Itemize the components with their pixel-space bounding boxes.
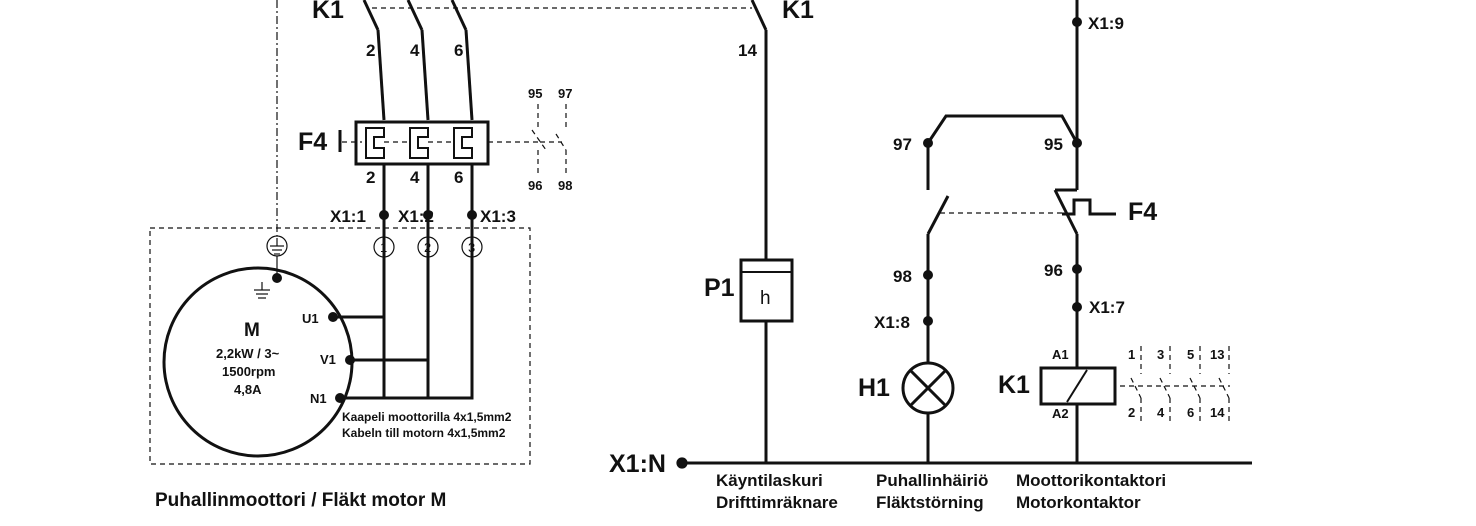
motor-current: 4,8A — [234, 382, 262, 397]
h1-label: H1 — [858, 374, 890, 402]
f4-label-left: F4 — [298, 128, 327, 156]
coil-a2: A2 — [1052, 406, 1069, 421]
k1-aux-5: 5 — [1187, 347, 1194, 362]
f4-aux-98: 98 — [558, 178, 572, 193]
motor-power: 2,2kW / 3~ — [216, 346, 280, 361]
k1-aux-6: 6 — [1187, 405, 1194, 420]
branch-descriptions: Käyntilaskuri Drifttimräknare Puhallinhä… — [716, 471, 1166, 512]
k1-aux-2: 2 — [1128, 405, 1135, 420]
f4-overload-relay: F4 95 97 96 98 2 4 6 — [298, 86, 572, 193]
k1-main-contacts: K1 2 4 6 — [312, 0, 752, 60]
k1-aux-13: 13 — [1210, 347, 1224, 362]
k1-contact-2: 2 — [366, 41, 375, 60]
motor-terminals: X1:1 X1:2 X1:3 — [330, 207, 516, 226]
motor-v1: V1 — [320, 352, 336, 367]
motor-u1: U1 — [302, 311, 319, 326]
f4-aux-changeover: 97 95 F4 98 96 — [893, 114, 1157, 286]
motor-caption: Puhallinmoottori / Fläkt motor M — [155, 490, 446, 511]
k1-aux-3: 3 — [1157, 347, 1164, 362]
p1-label: P1 — [704, 274, 735, 302]
motor-enclosure: 1 2 3 M 2,2kW / 3~ 1500rpm 4,8A U1 V1 N1… — [149, 227, 531, 465]
contact-98: 98 — [893, 267, 912, 286]
k1-desc-fi: Moottorikontaktori — [1016, 471, 1166, 490]
motor-cable-fi: Kaapeli moottorilla 4x1,5mm2 — [342, 410, 512, 424]
k1-contact-14: 14 — [738, 41, 757, 60]
motor-title: M — [244, 320, 260, 341]
f4-contact-6: 6 — [454, 168, 463, 187]
f4-contact-2: 2 — [366, 168, 375, 187]
k1-label-mid: K1 — [782, 0, 814, 24]
k1-aux-14: 14 — [1210, 405, 1225, 420]
neutral-label: X1:N — [609, 450, 666, 478]
f4-aux-96: 96 — [528, 178, 542, 193]
p1-desc-sv: Drifttimräknare — [716, 493, 838, 512]
k1-desc-sv: Motorkontaktor — [1016, 493, 1141, 512]
f4-contact-4: 4 — [410, 168, 420, 187]
terminal-x1-8: X1:8 — [874, 313, 910, 332]
terminal-x1-9: X1:9 — [1088, 14, 1124, 33]
motor-n1: N1 — [310, 391, 327, 406]
coil-a1: A1 — [1052, 347, 1069, 362]
h1-desc-sv: Fläktstörning — [876, 493, 984, 512]
contact-96: 96 — [1044, 261, 1063, 280]
cable-number-3: 3 — [468, 240, 475, 255]
k1-coil-branch: X1:7 A1 A2 K1 1 3 5 13 2 4 6 14 — [998, 269, 1230, 463]
neutral-bus: X1:N — [609, 450, 1252, 478]
k1-contact-4: 4 — [410, 41, 420, 60]
motor-speed: 1500rpm — [222, 364, 275, 379]
hour-meter-symbol: h — [760, 288, 771, 309]
k1-aux-1: 1 — [1128, 347, 1135, 362]
k1-contact-6: 6 — [454, 41, 463, 60]
h1-desc-fi: Puhallinhäiriö — [876, 471, 988, 490]
cable-number-2: 2 — [424, 240, 431, 255]
contact-95: 95 — [1044, 135, 1063, 154]
control-supply: X1:9 — [1072, 0, 1124, 143]
f4-aux-97: 97 — [558, 86, 572, 101]
f4-label-right: F4 — [1128, 198, 1157, 226]
p1-desc-fi: Käyntilaskuri — [716, 471, 823, 490]
k1-label-coil: K1 — [998, 371, 1030, 399]
contact-97: 97 — [893, 135, 912, 154]
f4-aux-95: 95 — [528, 86, 542, 101]
terminal-x1-3: X1:3 — [480, 207, 516, 226]
terminal-x1-1: X1:1 — [330, 207, 366, 226]
h1-fault-lamp-branch: X1:8 H1 — [858, 275, 955, 463]
k1-label-left: K1 — [312, 0, 344, 24]
motor-cable-sv: Kabeln till motorn 4x1,5mm2 — [342, 426, 506, 440]
cable-number-1: 1 — [380, 240, 387, 255]
terminal-x1-7: X1:7 — [1089, 298, 1125, 317]
terminal-x1-2: X1:2 — [398, 207, 434, 226]
k1-aux-4: 4 — [1157, 405, 1165, 420]
p1-hour-meter-branch: K1 14 P1 h — [704, 0, 814, 463]
